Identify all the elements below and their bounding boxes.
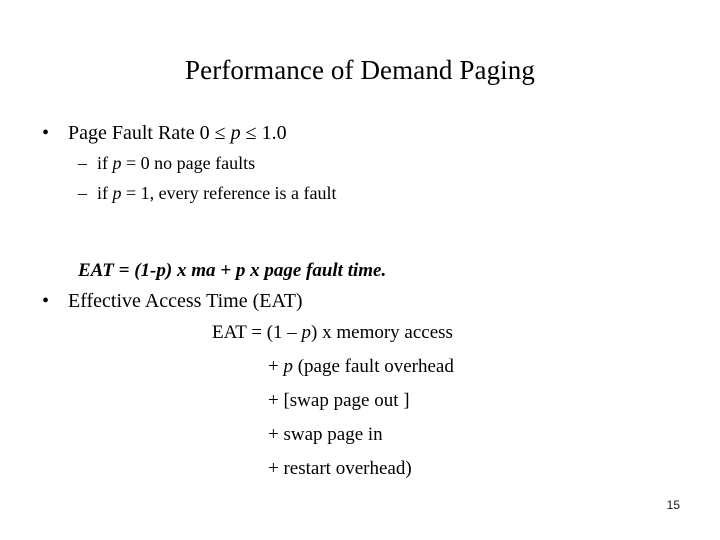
dash-marker-icon: – — [78, 183, 87, 203]
equation-line-page-fault-overhead: + p (page fault overhead — [0, 350, 720, 384]
text-fragment: ) x memory access — [311, 322, 453, 343]
list-item-if-p-zero: – if p = 0 no page faults — [0, 148, 720, 178]
page-title: Performance of Demand Paging — [185, 55, 535, 86]
list-item-label: if p = 0 no page faults — [97, 153, 255, 173]
list-item-label: Effective Access Time (EAT) — [68, 290, 303, 312]
vertical-spacer — [0, 238, 720, 256]
equation-line-swap-page-in: + swap page in — [268, 424, 383, 445]
text-fragment: Page Fault Rate 0 — [68, 122, 215, 144]
bullet-dot-icon: • — [42, 290, 50, 312]
slide-body: • Page Fault Rate 0 ≤ p ≤ 1.0 – if p = 0… — [0, 118, 720, 486]
formula-eat-summary: EAT = (1-p) x ma + p x page fault time. — [78, 260, 387, 281]
variable-p: p — [230, 122, 241, 144]
less-equal-symbol: ≤ — [245, 122, 257, 144]
list-item-label: if p = 1, every reference is a fault — [97, 183, 337, 203]
text-fragment: = 0 no page faults — [121, 153, 256, 173]
list-item-if-p-one: – if p = 1, every reference is a fault — [0, 178, 720, 208]
list-item-effective-access-time: • Effective Access Time (EAT) — [0, 286, 720, 316]
equation-line-memory-access: EAT = (1 – p) x memory access — [0, 316, 720, 350]
less-equal-symbol: ≤ — [214, 122, 226, 144]
text-fragment: if — [97, 153, 113, 173]
list-item-page-fault-rate: • Page Fault Rate 0 ≤ p ≤ 1.0 — [0, 118, 720, 148]
text-fragment: 1.0 — [256, 122, 287, 144]
variable-p: p — [112, 183, 122, 203]
text-fragment: + — [268, 356, 284, 377]
variable-p: p — [112, 153, 122, 173]
bullet-dot-icon: • — [42, 122, 50, 144]
equation-line-swap-page-out: + [swap page out ] — [268, 390, 410, 411]
vertical-spacer — [0, 208, 720, 238]
text-fragment: = 1, every reference is a fault — [121, 183, 337, 203]
text-fragment: if — [97, 183, 113, 203]
variable-p: p — [301, 322, 312, 343]
page-number: 15 — [666, 498, 680, 512]
text-fragment: EAT = (1 – — [212, 322, 302, 343]
text-fragment: (page fault overhead — [292, 356, 454, 377]
list-item-label: Page Fault Rate 0 ≤ p ≤ 1.0 — [68, 122, 287, 144]
equation-line-restart-overhead: + restart overhead) — [268, 458, 412, 479]
variable-p: p — [283, 356, 293, 377]
dash-marker-icon: – — [78, 153, 87, 173]
